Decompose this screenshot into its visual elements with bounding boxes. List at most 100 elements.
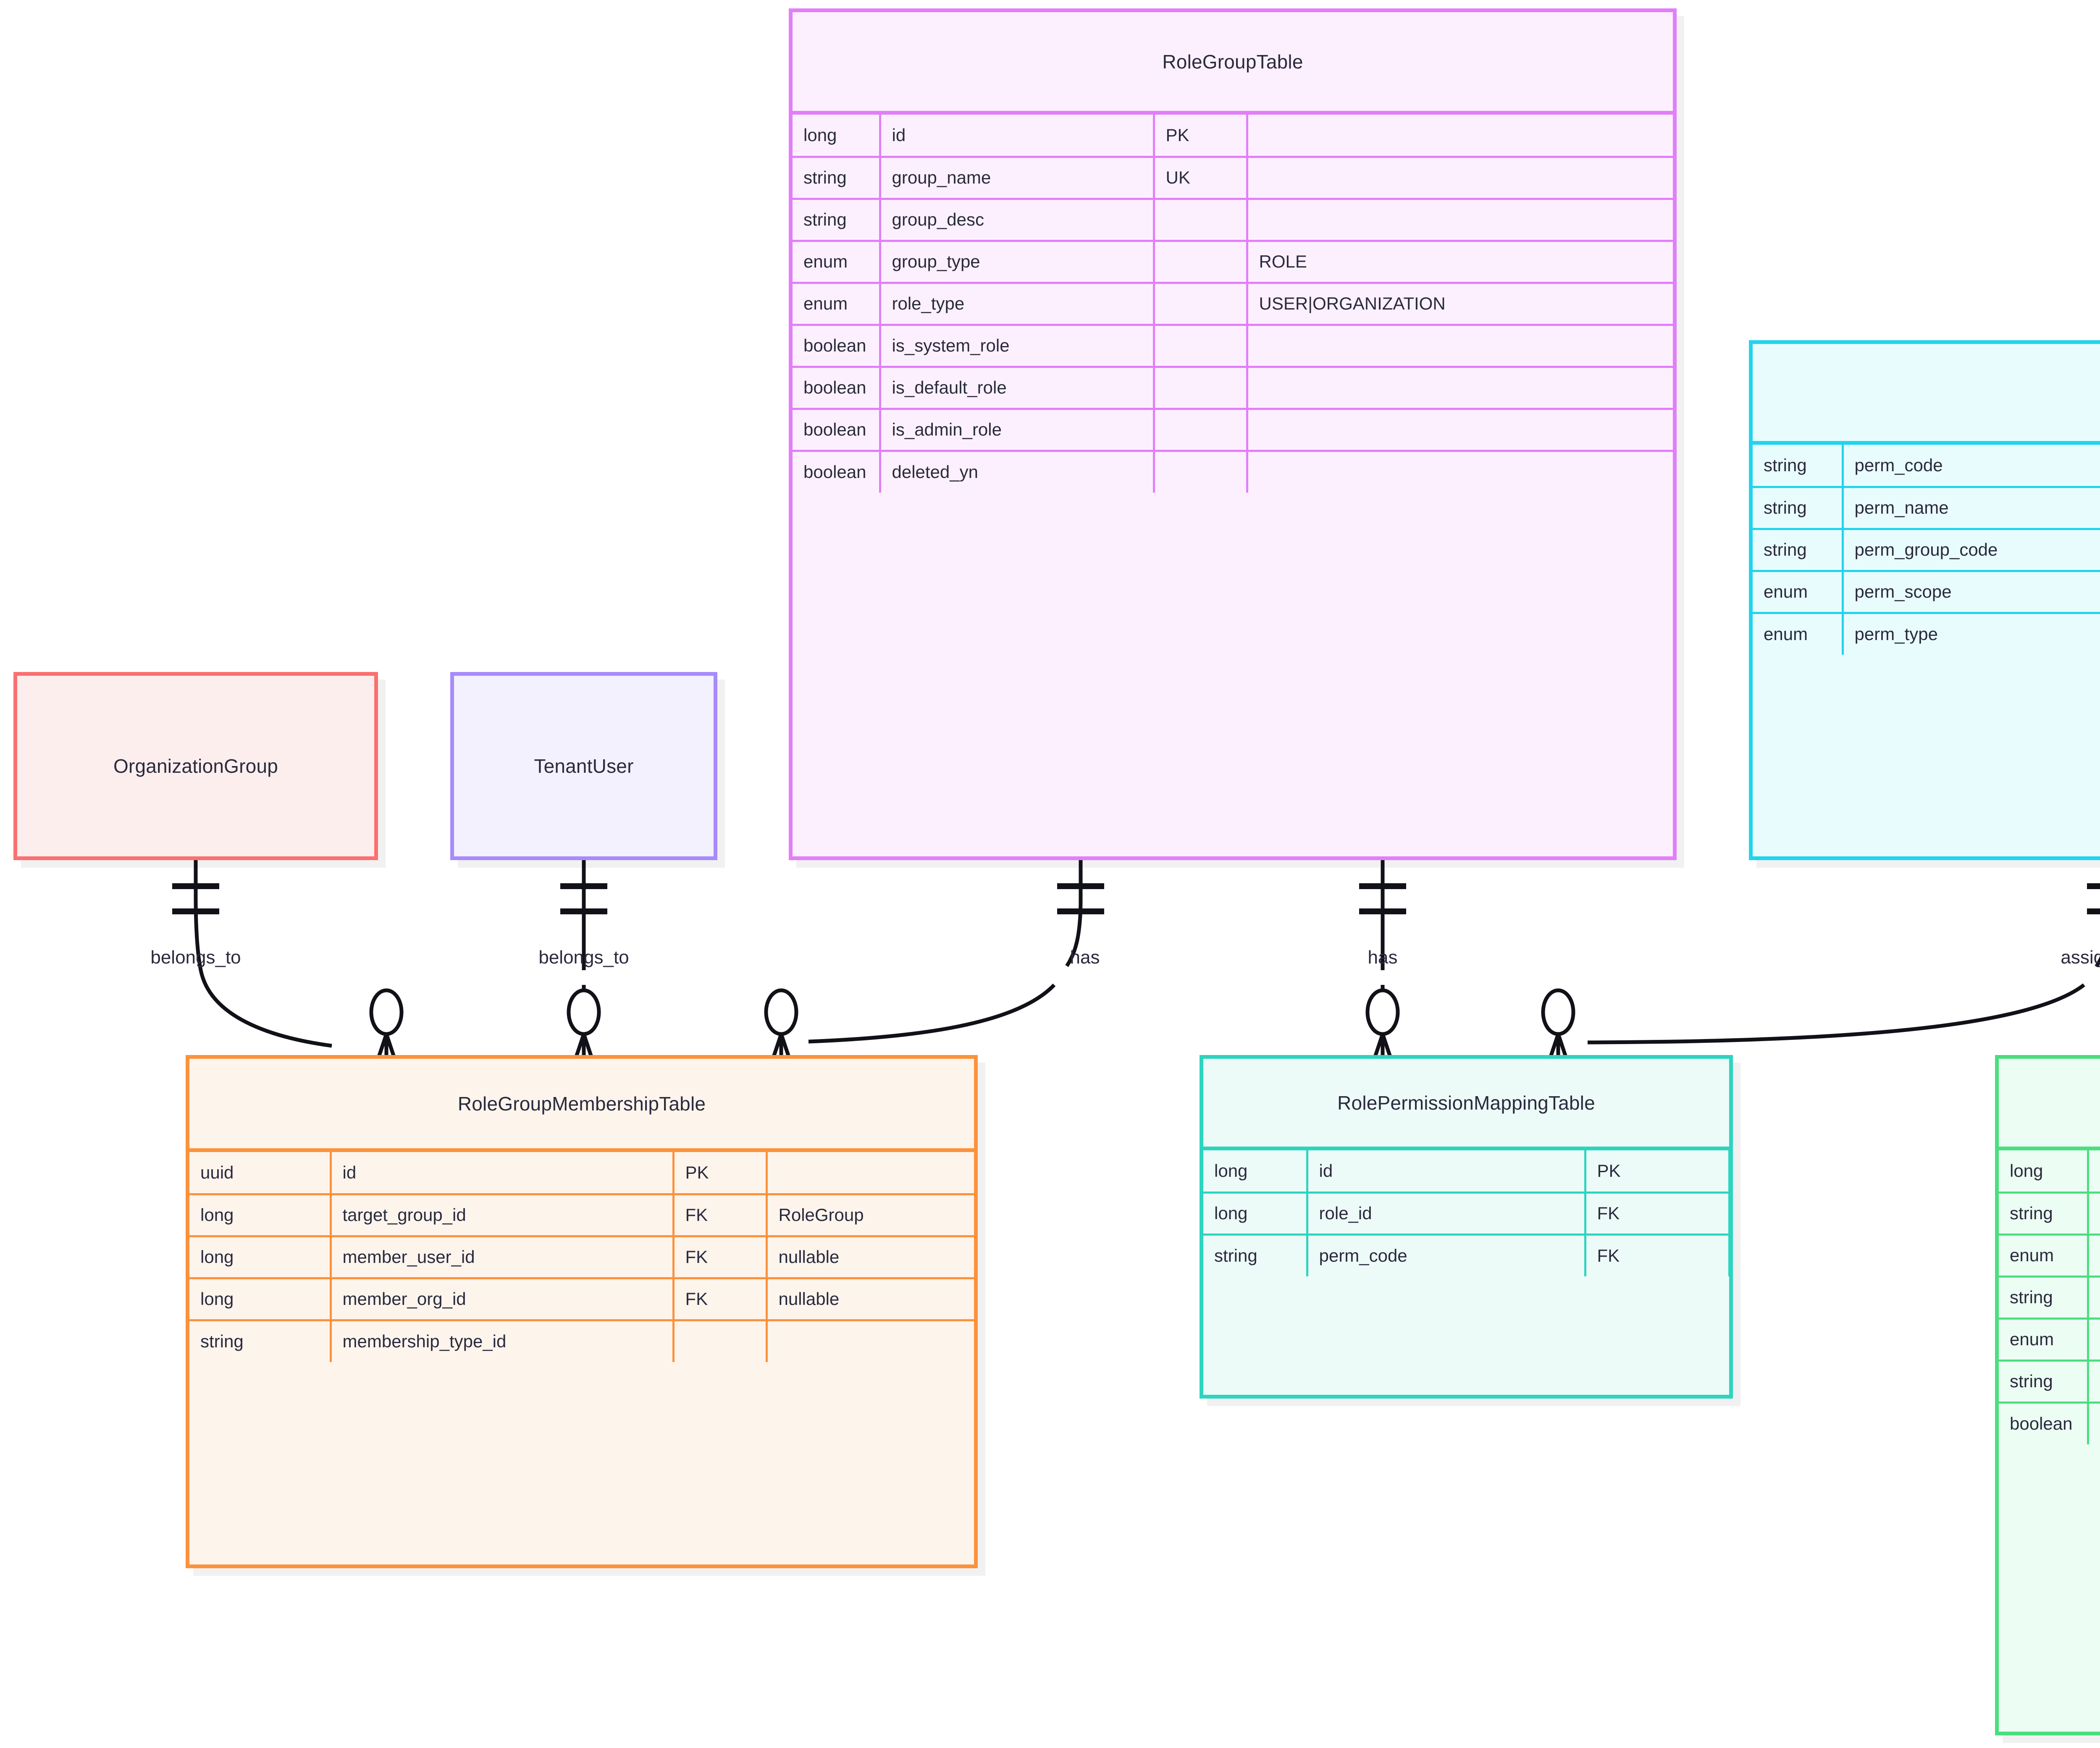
entity-tenant-user[interactable]: TenantUser — [450, 672, 717, 860]
attribute-field: group_name — [880, 157, 1155, 200]
attribute-field: role_type — [880, 283, 1155, 326]
attribute-key — [1154, 283, 1248, 326]
attribute-type: string — [1753, 487, 1844, 530]
attribute-field: is_active — [2088, 1402, 2100, 1444]
attribute-type: string — [793, 157, 881, 200]
attribute-key: PK — [673, 1152, 768, 1195]
attribute-field: is_system_role — [880, 325, 1155, 368]
attribute-type: boolean — [793, 325, 881, 368]
attribute-key — [1154, 451, 1248, 493]
attribute-key — [1154, 367, 1248, 410]
attribute-key: FK — [673, 1278, 768, 1321]
attribute-key: FK — [1585, 1234, 1730, 1276]
attribute-field: group_type — [880, 241, 1155, 284]
attribute-row: stringresource_id — [1999, 1360, 2100, 1404]
attribute-type: long — [189, 1236, 332, 1279]
attribute-key — [1154, 199, 1248, 242]
attribute-type: string — [1999, 1276, 2089, 1320]
attribute-field: is_default_role — [880, 367, 1155, 410]
attribute-field: resource_id — [2088, 1360, 2100, 1404]
attribute-key: UK — [1154, 157, 1248, 200]
attribute-comment — [1247, 409, 1673, 452]
attribute-field: target_group_id — [331, 1194, 675, 1237]
attribute-field: perm_type — [1843, 613, 2100, 655]
attribute-comment — [1247, 325, 1673, 368]
edge-belongs-to-tenant-user — [560, 860, 607, 1080]
entity-title: RoleGroupMembershipTable — [189, 1059, 974, 1152]
attribute-comment — [766, 1320, 974, 1362]
attribute-field: member_org_id — [331, 1278, 675, 1321]
entity-role-permission-table[interactable]: RolePermissionTable stringperm_codePKstr… — [1749, 340, 2100, 860]
attribute-table: longidPKstringperm_codeFKenumsubject_typ… — [1999, 1150, 2100, 1444]
relationship-label-assigned-to: assigned_to — [2061, 947, 2100, 968]
attribute-type: string — [1753, 445, 1844, 488]
attribute-comment: USER|ORGANIZATION — [1247, 283, 1673, 326]
attribute-field: id — [331, 1152, 675, 1195]
attribute-type: string — [1753, 529, 1844, 572]
attribute-comment: nullable — [766, 1236, 974, 1279]
attribute-key: FK — [1585, 1192, 1730, 1236]
attribute-type: string — [793, 199, 881, 242]
attribute-type: uuid — [189, 1152, 332, 1195]
attribute-field: perm_code — [2088, 1192, 2100, 1236]
attribute-field: perm_group_code — [1843, 529, 2100, 572]
attribute-type: enum — [793, 241, 881, 284]
attribute-comment — [1247, 451, 1673, 493]
entity-title: OrganizationGroup — [113, 755, 278, 777]
attribute-rows: stringperm_codePKstringperm_nameUKstring… — [1753, 445, 2100, 655]
attribute-type: boolean — [1999, 1402, 2089, 1444]
entity-title: RolePermissionTable — [1753, 344, 2100, 445]
relationship-label-has-perm-mapping: has — [1368, 947, 1398, 968]
attribute-comment: ROLE — [1247, 241, 1673, 284]
attribute-field: member_user_id — [331, 1236, 675, 1279]
attribute-field: perm_scope — [1843, 571, 2100, 614]
entity-title: ResourcePermissionMappingTable — [1999, 1059, 2100, 1150]
attribute-key — [1154, 241, 1248, 284]
attribute-comment — [1247, 199, 1673, 242]
attribute-field: resource_type — [2088, 1318, 2100, 1362]
attribute-type: long — [1203, 1192, 1308, 1236]
attribute-field: id — [2088, 1150, 2100, 1194]
attribute-type: string — [189, 1320, 332, 1362]
attribute-field: is_admin_role — [880, 409, 1155, 452]
attribute-key — [1154, 325, 1248, 368]
attribute-row: enumperm_typeRESOURCE|FEATURE|MENU|SCREE… — [1753, 613, 2100, 655]
attribute-type: boolean — [793, 451, 881, 493]
attribute-field: perm_code — [1843, 445, 2100, 488]
attribute-type: enum — [793, 283, 881, 326]
edge-has-role-permission-mapping — [1359, 860, 1406, 1080]
attribute-type: enum — [1999, 1318, 2089, 1362]
attribute-field: id — [1307, 1150, 1586, 1194]
attribute-type: string — [1203, 1234, 1308, 1276]
attribute-comment — [1247, 367, 1673, 410]
attribute-field: subject_type — [2088, 1234, 2100, 1278]
attribute-rows: longidPKstringperm_codeFKenumsubject_typ… — [1999, 1150, 2100, 1444]
entity-organization-group[interactable]: OrganizationGroup — [13, 672, 378, 860]
relationship-label-belongs-to-user: belongs_to — [538, 947, 629, 968]
